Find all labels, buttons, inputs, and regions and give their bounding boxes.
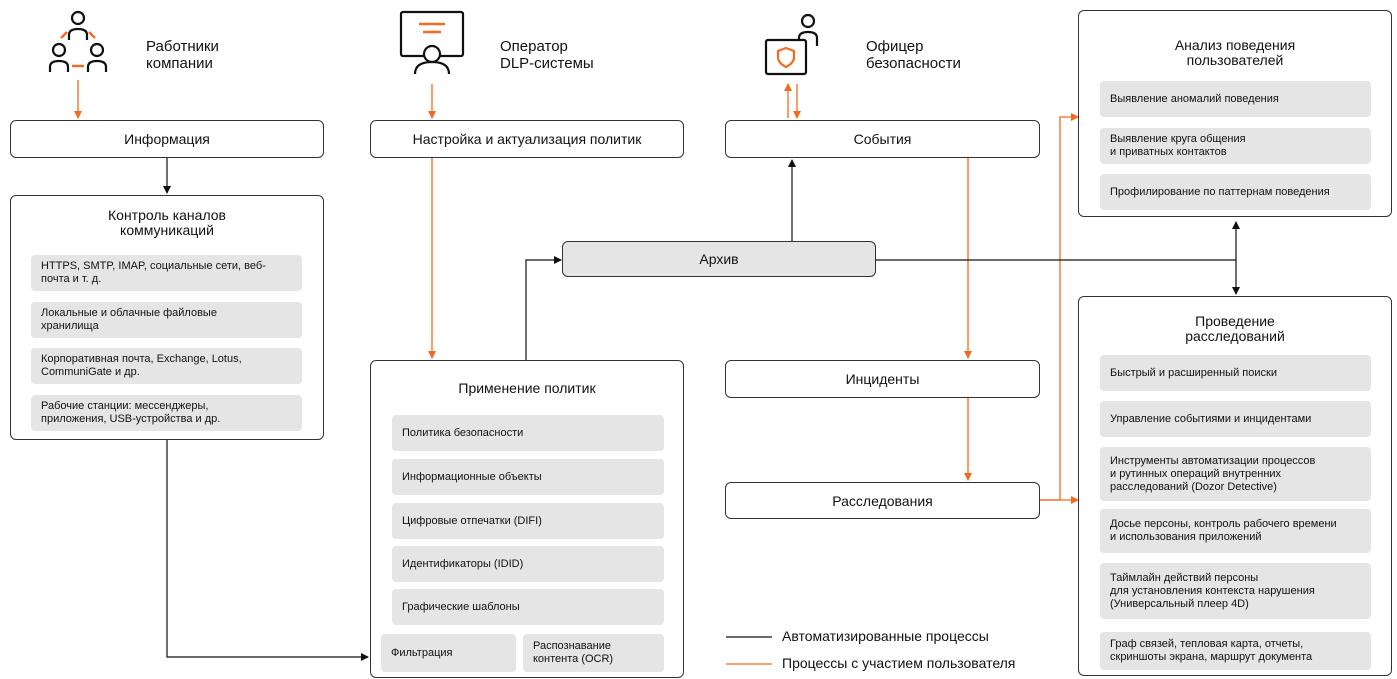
behavior-title: Анализ поведения пользователей <box>1174 37 1296 68</box>
actor-operator-label: Оператор DLP-системы <box>500 38 594 72</box>
archive-label: Архив <box>699 251 739 267</box>
behavior-analysis-box: Анализ поведения пользователей Выявление… <box>1078 10 1392 217</box>
policy-item: Графические шаблоны <box>392 589 664 625</box>
investigations-label: Расследования <box>832 492 933 509</box>
behavior-item: Выявление круга общения и приватных конт… <box>1100 128 1371 164</box>
legend-user-label: Процессы с участием пользователя <box>782 655 1016 671</box>
channel-item: HTTPS, SMTP, IMAP, социальные сети, веб-… <box>31 255 302 291</box>
operator-monitor-icon <box>399 10 465 75</box>
policy-item: Цифровые отпечатки (DIFI) <box>392 503 664 539</box>
incidents-box: Инциденты <box>725 360 1040 398</box>
investigations-box: Расследования <box>725 482 1040 519</box>
investigation-item: Инструменты автоматизации процессов и ру… <box>1100 447 1371 501</box>
information-box: Информация <box>10 120 324 158</box>
actor-employees-label: Работники компании <box>146 38 219 72</box>
investigation-tools-box: Проведение расследований Быстрый и расши… <box>1078 296 1392 676</box>
behavior-item: Профилирование по паттернам поведения <box>1100 174 1371 210</box>
ocr-item: Распознавание контента (OCR) <box>523 634 664 672</box>
channels-control-box: Контроль каналов коммуникаций HTTPS, SMT… <box>10 195 324 440</box>
actor-officer-label: Офицер безопасности <box>866 38 961 72</box>
events-label: События <box>853 131 912 147</box>
channels-title: Контроль каналов коммуникаций <box>108 207 226 238</box>
policy-item: Политика безопасности <box>392 415 664 451</box>
policy-apply-title: Применение политик <box>458 380 596 396</box>
legend-automated-label: Автоматизированные процессы <box>782 628 989 644</box>
filtering-item: Фильтрация <box>381 634 516 672</box>
policy-item: Информационные объекты <box>392 459 664 495</box>
investigation-item: Таймлайн действий персоны для установлен… <box>1100 563 1371 619</box>
policy-item: Идентификаторы (IDID) <box>392 546 664 582</box>
policy-apply-box: Применение политик Политика безопасности… <box>370 360 684 678</box>
investigation-tools-title: Проведение расследований <box>1185 313 1285 344</box>
investigation-item: Досье персоны, контроль рабочего времени… <box>1100 509 1371 553</box>
channel-item: Корпоративная почта, Exchange, Lotus, Co… <box>31 348 302 384</box>
policy-setup-box: Настройка и актуализация политик <box>370 120 684 158</box>
behavior-item: Выявление аномалий поведения <box>1100 81 1371 117</box>
policy-setup-label: Настройка и актуализация политик <box>412 131 642 147</box>
information-label: Информация <box>124 131 210 147</box>
investigation-item: Быстрый и расширенный поиски <box>1100 355 1371 391</box>
channel-item: Локальные и облачные файловые хранилища <box>31 302 302 338</box>
investigation-item: Управление событиями и инцидентами <box>1100 401 1371 437</box>
security-officer-icon <box>764 13 819 76</box>
channel-item: Рабочие станции: мессенджеры, приложения… <box>31 395 302 431</box>
investigation-item: Граф связей, тепловая карта, отчеты, скр… <box>1100 632 1371 670</box>
incidents-label: Инциденты <box>845 371 920 387</box>
arrow-channels-apply <box>166 440 369 661</box>
arrow-apply-archive <box>525 256 562 360</box>
events-box: События <box>725 120 1040 158</box>
people-group-icon <box>48 10 108 72</box>
archive-box: Архив <box>562 241 876 277</box>
arrow-investigations-behavior <box>1040 113 1079 501</box>
